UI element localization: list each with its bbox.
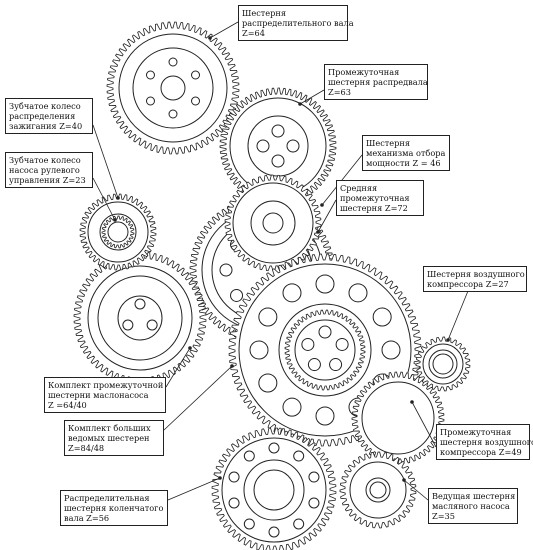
label-pto-gear: Шестерня механизма отбора мощности Z = 4… [362,135,450,171]
leader-crankshaft-gear [167,477,221,501]
label-compressor-intermediate-gear: Промежуточная шестерня воздушного компре… [436,424,533,460]
leader-air-compressor-gear [447,285,471,341]
leader-steering-pump-gear-tip [113,218,117,222]
leader-oil-pump-intermediate-tip [188,346,192,350]
air-compressor-gear [415,336,471,392]
label-ignition-gear: Зубчатое колесо распределения зажигания … [5,98,93,134]
intermediate-cam-gear [219,87,337,205]
leader-camshaft-gear [209,21,239,39]
leader-air-compressor-gear-tip [446,338,450,342]
oil-pump-intermediate-gear [73,251,207,385]
label-steering-pump-gear: Зубчатое колесо насоса рулевого управлен… [5,152,93,188]
leader-large-driven-gears-tip [230,364,234,368]
leader-crankshaft-gear-tip [218,476,222,480]
leader-compressor-intermediate [411,401,437,448]
leader-intermediate-cam-gear [299,89,325,105]
leader-oil-pump-intermediate [165,347,191,388]
label-air-compressor-gear: Шестерня воздушного компрессора Z=27 [423,266,527,292]
compressor-intermediate-gear [351,371,445,465]
crankshaft-gear [211,427,337,550]
oil-pump-drive-gear [339,451,417,529]
label-crankshaft-gear: Распределительная шестерня коленчатого в… [60,490,168,526]
leader-large-driven-gears [163,365,233,431]
leader-pto-gear-tip [320,203,324,207]
leader-camshaft-gear-tip [208,36,212,40]
camshaft-gear [106,21,240,155]
label-large-driven-gears-set: Комплект больших ведомых шестерен Z=84/4… [64,420,164,456]
label-oil-pump-drive-gear: Ведущая шестерня масляного насоса Z=35 [428,488,518,524]
label-middle-intermediate-gear: Средняя промежуточная шестерня Z=72 [336,180,424,216]
label-oil-pump-intermediate-set: Комплект промежуточной шестерни маслонас… [44,377,166,413]
leader-compressor-intermediate-tip [410,400,414,404]
steering-pump-gear [101,215,135,249]
label-intermediate-cam-gear: Промежуточная шестерня распредвала Z=63 [324,64,428,100]
leader-oil-pump-drive-gear [403,479,429,501]
large-driven-gear-hub [284,309,366,391]
label-camshaft-gear: Шестерня распределительного вала Z=64 [238,5,354,41]
leader-steering-pump-gear [92,177,116,221]
leader-intermediate-cam-gear-tip [298,102,302,106]
leader-ignition-gear [92,124,119,199]
leader-middle-intermediate-gear-tip [316,230,320,234]
leader-middle-intermediate-gear [317,199,337,233]
leader-oil-pump-drive-gear-tip [402,478,406,482]
leader-ignition-gear-tip [116,196,120,200]
gears-layer [73,21,471,550]
